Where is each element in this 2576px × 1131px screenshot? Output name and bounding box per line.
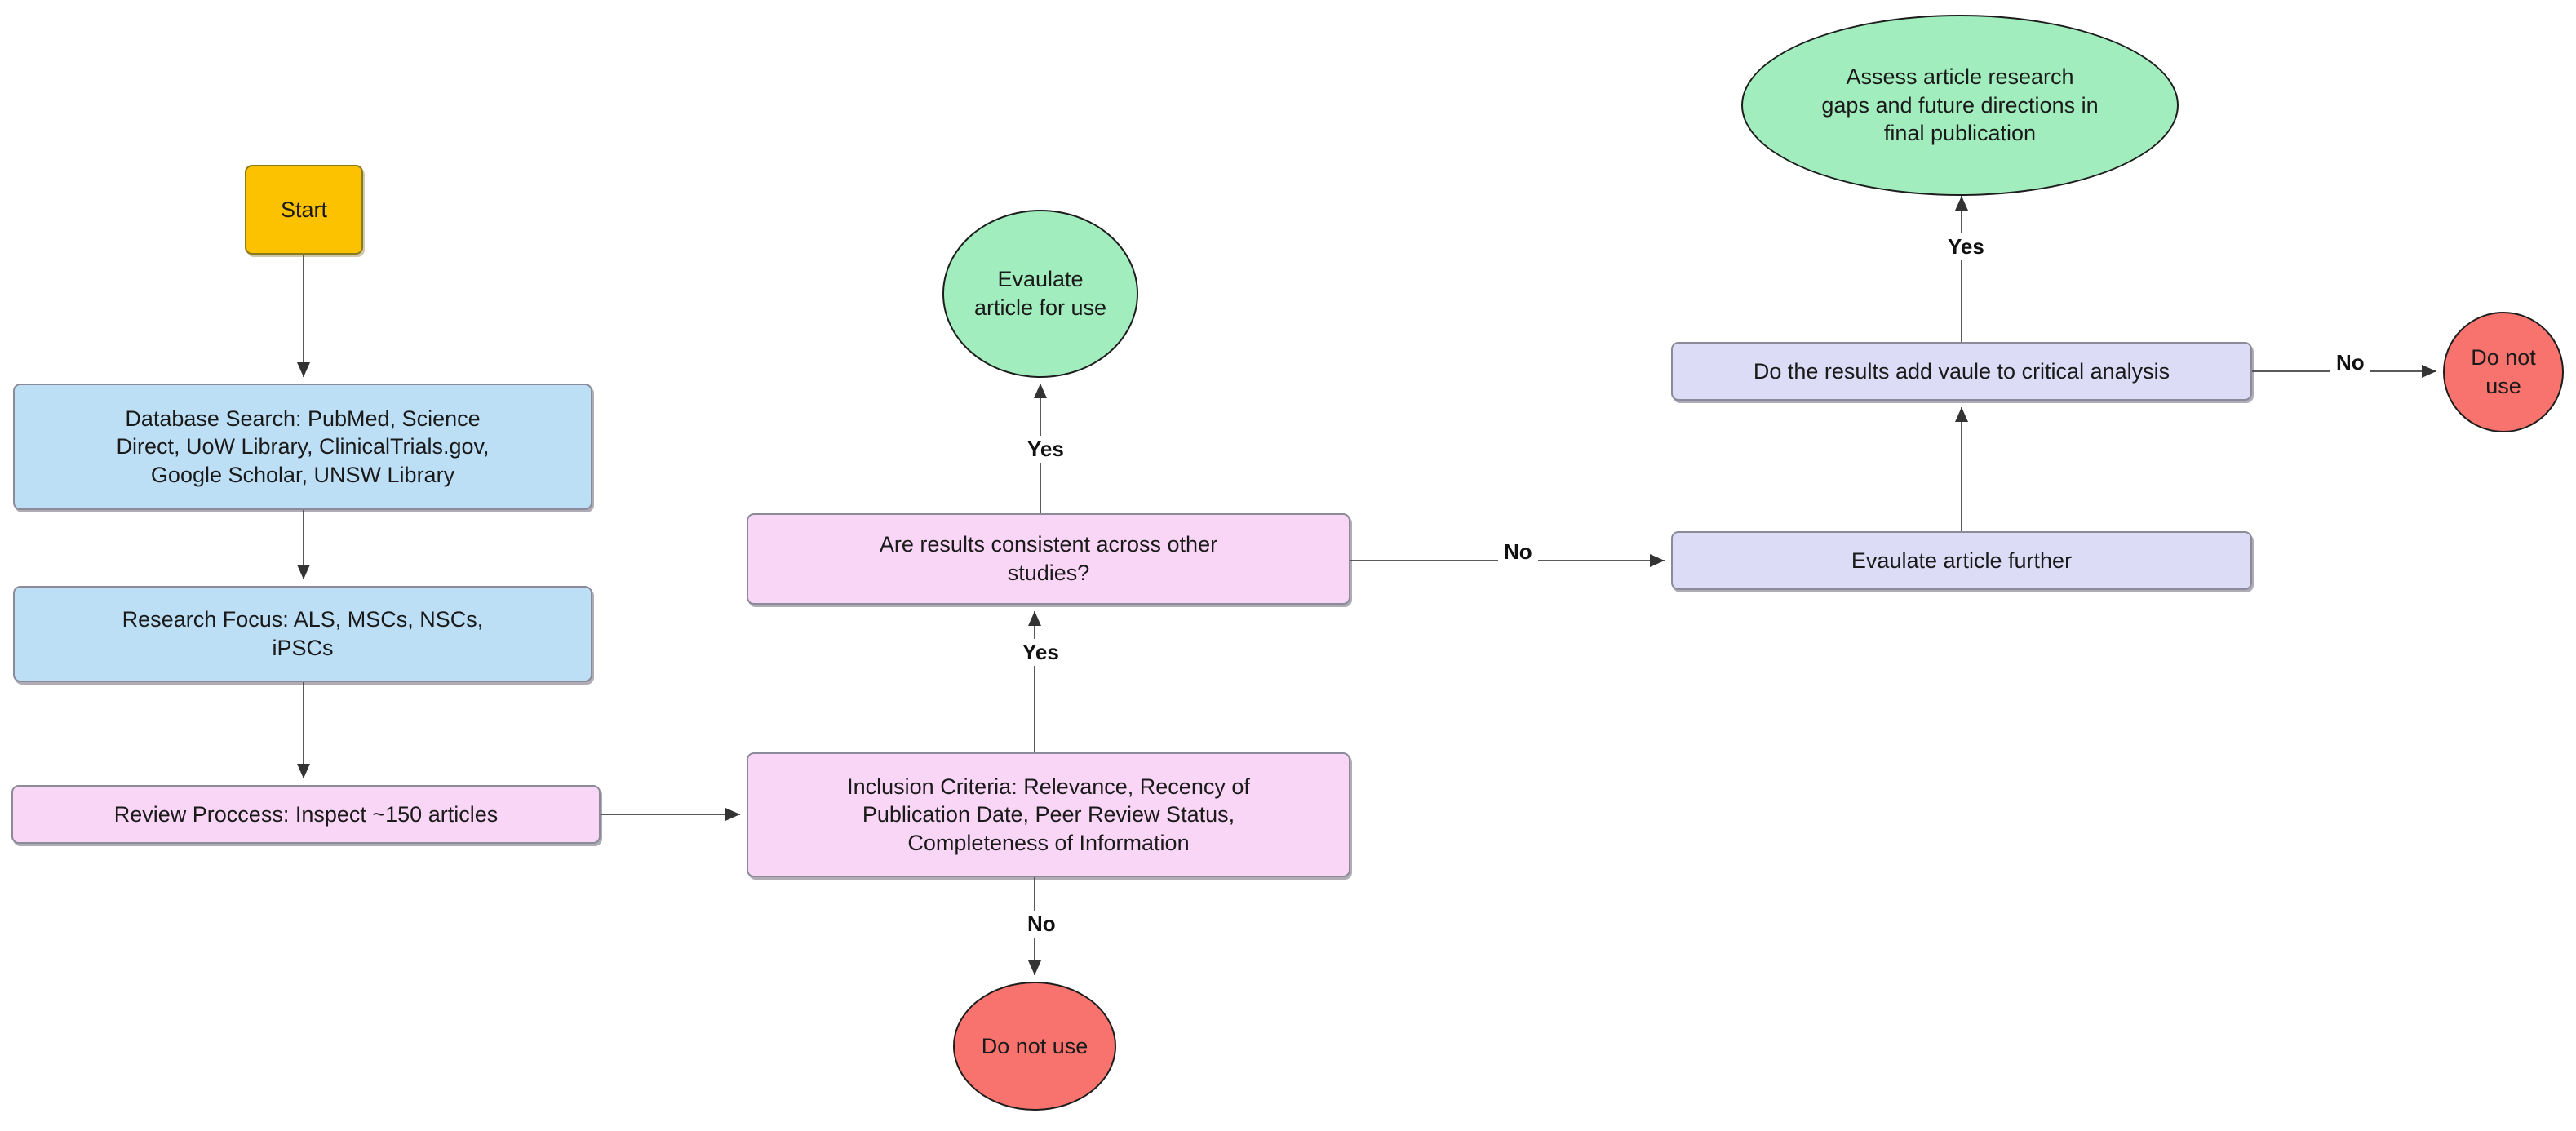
- node-label: Start: [280, 197, 328, 222]
- edge-label-e-consistent-yes: Yes: [1022, 436, 1070, 463]
- node-results-add-value[interactable]: Do the results add vaule to critical ana…: [1671, 342, 2252, 401]
- node-start[interactable]: Start: [245, 165, 363, 255]
- node-label: Review Proccess: Inspect ~150 articles: [113, 801, 499, 827]
- node-label: Do not use: [2471, 345, 2536, 398]
- node-assess-research-gaps[interactable]: Assess article research gaps and future …: [1741, 15, 2179, 196]
- node-do-not-use-right[interactable]: Do not use: [2443, 312, 2564, 432]
- node-label: Do not use: [981, 1033, 1088, 1058]
- node-research-focus[interactable]: Research Focus: ALS, MSCs, NSCs, iPSCs: [13, 586, 592, 682]
- node-label: Research Focus: ALS, MSCs, NSCs, iPSCs: [122, 607, 484, 660]
- node-review-process[interactable]: Review Proccess: Inspect ~150 articles: [11, 785, 601, 844]
- node-label: Evaulate article for use: [973, 267, 1107, 320]
- edge-label-e-value-yes: Yes: [1942, 233, 1990, 260]
- node-evaluate-article-further[interactable]: Evaulate article further: [1671, 531, 2252, 590]
- node-database-search[interactable]: Database Search: PubMed, Science Direct,…: [13, 384, 592, 510]
- node-label: Database Search: PubMed, Science Direct,…: [116, 406, 490, 487]
- edge-label-e-consistent-no: No: [1498, 539, 1538, 566]
- node-label: Evaulate article further: [1851, 548, 2073, 573]
- edge-label-e-value-no: No: [2330, 349, 2370, 376]
- node-inclusion-criteria[interactable]: Inclusion Criteria: Relevance, Recency o…: [747, 752, 1350, 877]
- node-do-not-use-bottom[interactable]: Do not use: [953, 982, 1116, 1111]
- node-label: Are results consistent across other stud…: [879, 532, 1218, 585]
- edge-label-e-inclusion-no: No: [1022, 911, 1062, 938]
- node-label: Do the results add vaule to critical ana…: [1753, 358, 2170, 384]
- edge-label-e-inclusion-yes: Yes: [1017, 639, 1065, 666]
- node-results-consistent[interactable]: Are results consistent across other stud…: [747, 513, 1350, 605]
- node-label: Inclusion Criteria: Relevance, Recency o…: [847, 774, 1250, 855]
- node-label: Assess article research gaps and future …: [1821, 64, 2099, 146]
- node-evaluate-article-for-use[interactable]: Evaulate article for use: [942, 210, 1138, 378]
